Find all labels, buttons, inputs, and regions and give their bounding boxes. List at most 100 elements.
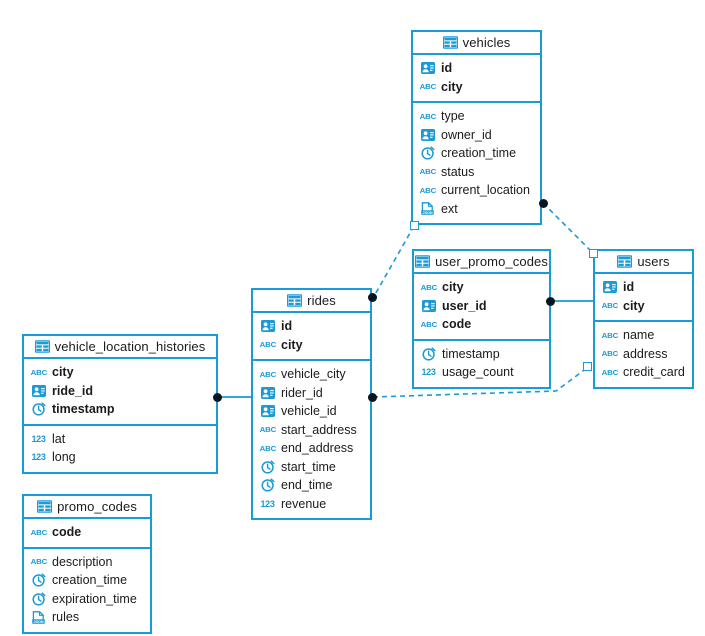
number-icon: 123 bbox=[31, 433, 46, 444]
edge-endpoint-dot-rides-users bbox=[368, 393, 377, 402]
entity-header: rides bbox=[253, 290, 370, 313]
field-label: city bbox=[623, 298, 645, 313]
abc-icon: ABC bbox=[259, 340, 276, 350]
field-row: ABC city bbox=[253, 336, 370, 355]
field-label: city bbox=[442, 280, 464, 294]
contact-card-icon bbox=[421, 299, 436, 313]
edge-endpoint-dot-vehicles-rides bbox=[368, 293, 377, 302]
field-label: name bbox=[623, 328, 655, 342]
entity-header: users bbox=[595, 251, 692, 274]
field-label: owner_id bbox=[441, 127, 492, 142]
abc-icon: ABC bbox=[601, 301, 618, 311]
field-label: start_time bbox=[281, 459, 336, 474]
field-label: usage_count bbox=[442, 365, 514, 379]
field-row: vehicle_id bbox=[253, 402, 370, 421]
field-row: 123 lat bbox=[24, 430, 216, 449]
field-label: user_id bbox=[442, 298, 487, 313]
field-row: id bbox=[595, 278, 692, 297]
entity-title: user_promo_codes bbox=[435, 254, 548, 269]
clock-icon bbox=[260, 478, 275, 492]
field-label: code bbox=[442, 317, 472, 331]
table-icon bbox=[287, 294, 303, 308]
table-icon bbox=[415, 255, 431, 269]
table-icon bbox=[442, 36, 458, 50]
contact-card-icon bbox=[260, 404, 275, 418]
abc-icon: ABC bbox=[30, 367, 47, 377]
number-icon: 123 bbox=[260, 498, 275, 509]
field-label: vehicle_id bbox=[281, 404, 337, 418]
entity-title: rides bbox=[307, 293, 336, 308]
clock-icon bbox=[31, 573, 46, 587]
field-row: rider_id bbox=[253, 384, 370, 403]
field-label: vehicle_city bbox=[281, 367, 346, 381]
clock-icon bbox=[31, 592, 46, 606]
field-row: id bbox=[413, 59, 540, 78]
clock-icon bbox=[260, 460, 275, 474]
field-row: ABC name bbox=[595, 326, 692, 345]
field-label: creation_time bbox=[441, 146, 517, 160]
field-row: owner_id bbox=[413, 126, 540, 145]
abc-icon: ABC bbox=[419, 82, 436, 92]
svg-text:JSON: JSON bbox=[422, 211, 433, 215]
abc-icon: ABC bbox=[601, 330, 618, 340]
abc-icon: ABC bbox=[601, 367, 618, 377]
entity-header: user_promo_codes bbox=[414, 251, 549, 274]
clock-icon bbox=[420, 146, 435, 160]
field-label: ride_id bbox=[52, 383, 93, 398]
field-label: description bbox=[52, 554, 113, 569]
abc-icon: ABC bbox=[419, 185, 436, 195]
field-label: timestamp bbox=[52, 402, 115, 416]
clock-icon bbox=[421, 347, 436, 361]
field-label: code bbox=[52, 525, 82, 539]
abc-icon: ABC bbox=[419, 111, 436, 121]
field-label: type bbox=[441, 109, 465, 123]
field-label: lat bbox=[52, 431, 66, 446]
edge-endpoint-square-vehicles-rides bbox=[410, 221, 419, 230]
json-icon: JSON bbox=[31, 610, 46, 624]
entity-title: vehicle_location_histories bbox=[54, 339, 206, 354]
field-label: rider_id bbox=[281, 385, 323, 400]
field-label: creation_time bbox=[52, 573, 128, 587]
field-row: ABC city bbox=[414, 278, 549, 297]
field-label: address bbox=[623, 346, 668, 361]
field-label: end_address bbox=[281, 441, 354, 455]
contact-card-icon bbox=[420, 128, 435, 142]
field-label: id bbox=[623, 280, 635, 294]
abc-icon: ABC bbox=[259, 425, 276, 435]
edge-endpoint-dot-vlh-rides bbox=[213, 393, 222, 402]
field-label: city bbox=[281, 337, 303, 352]
field-label: long bbox=[52, 450, 76, 464]
abc-icon: ABC bbox=[420, 282, 437, 292]
entity-header: promo_codes bbox=[24, 496, 150, 519]
entity-header: vehicle_location_histories bbox=[24, 336, 216, 359]
svg-text:JSON: JSON bbox=[33, 620, 44, 624]
edge-endpoint-square-rides-users bbox=[583, 362, 592, 371]
field-row: id bbox=[253, 317, 370, 336]
